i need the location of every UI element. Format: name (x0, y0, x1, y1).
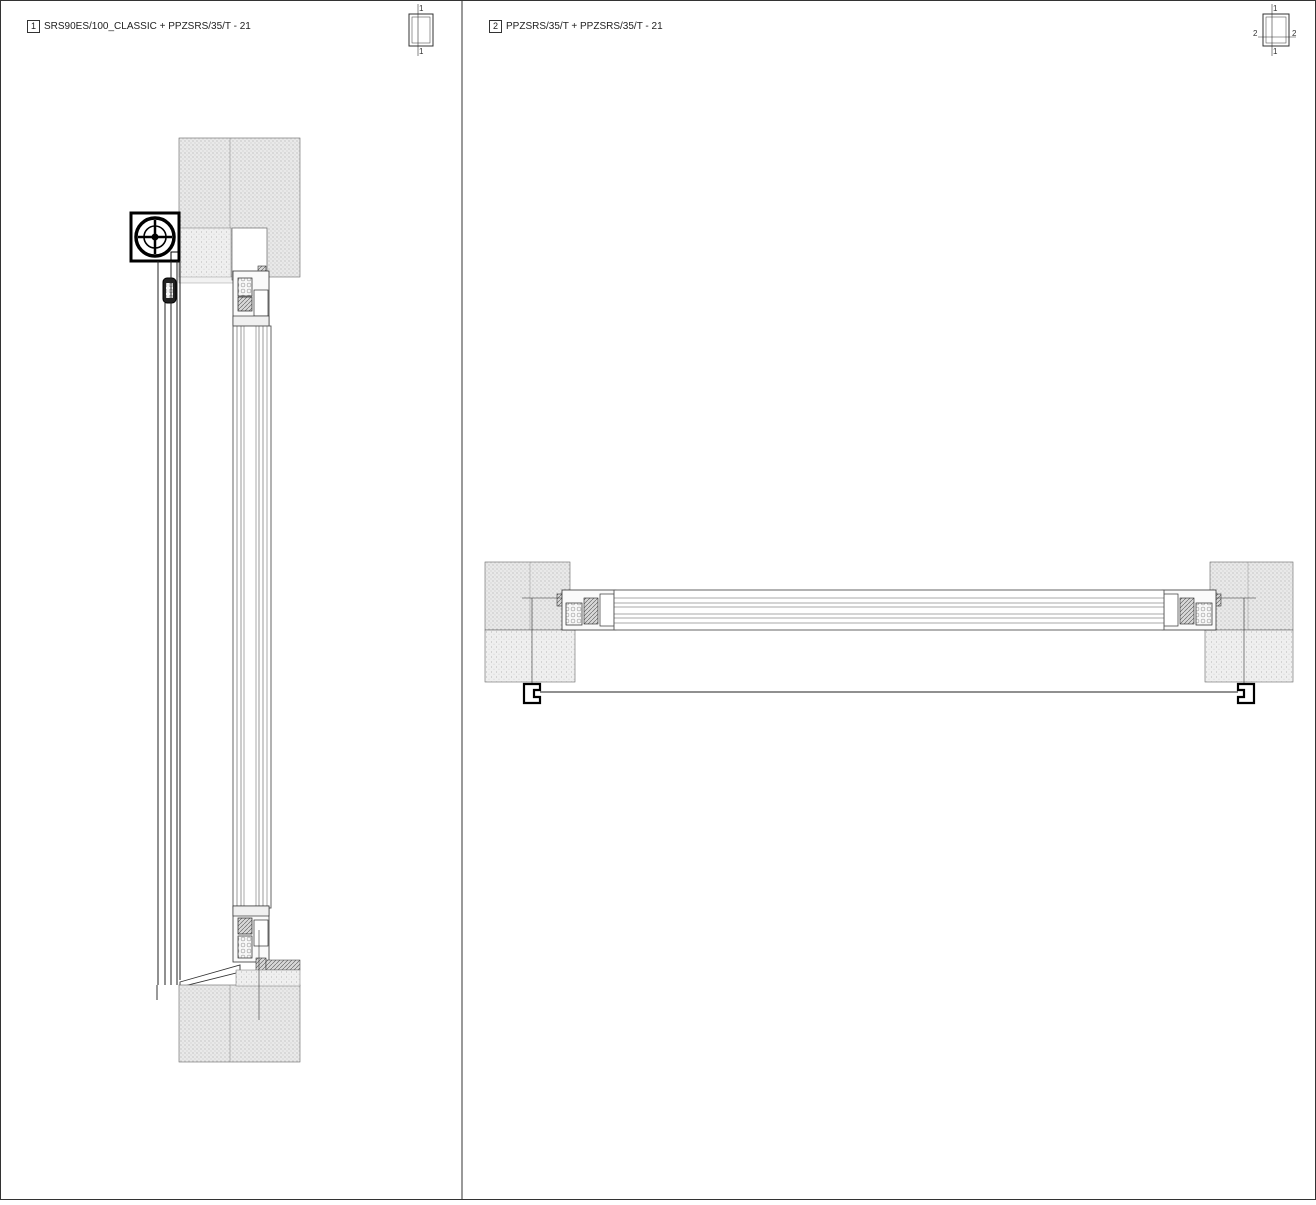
window-frame-head (231, 227, 270, 327)
left-window-frame (556, 589, 617, 631)
key-mark-right: 2 (1292, 29, 1297, 38)
right-window-frame (1161, 589, 1222, 631)
panel2-key-plan-icon: 1 1 2 2 (1253, 4, 1297, 56)
panel1-title: 1 SRS90ES/100_CLASSIC + PPZSRS/35/T - 21 (27, 20, 251, 33)
panel1-title-text: SRS90ES/100_CLASSIC + PPZSRS/35/T - 21 (44, 21, 251, 32)
glazing-unit (613, 589, 1165, 631)
key-mark-bottom: 1 (1273, 47, 1278, 56)
horizontal-section-drawing (484, 561, 1294, 705)
window-frame-sill (232, 905, 270, 975)
external-sill (179, 964, 241, 988)
shutter-box (129, 211, 181, 263)
glazing-unit (232, 325, 272, 909)
right-guide-rail (1236, 682, 1256, 705)
vertical-section-drawing (129, 137, 301, 1063)
panel2-number: 2 (489, 20, 502, 33)
panel2-title-text: PPZSRS/35/T + PPZSRS/35/T - 21 (506, 21, 663, 32)
panel1-key-plan-icon: 1 1 (408, 4, 434, 56)
panel1-number: 1 (27, 20, 40, 33)
key-mark-bottom: 1 (419, 47, 424, 56)
internal-sill (265, 959, 301, 971)
key-mark-left: 2 (1253, 29, 1258, 38)
panel2-title: 2 PPZSRS/35/T + PPZSRS/35/T - 21 (489, 20, 663, 33)
left-guide-rail (522, 682, 542, 705)
key-mark-top: 1 (1273, 4, 1278, 13)
right-jamb-wall (1209, 561, 1294, 631)
left-jamb-wall (484, 561, 571, 631)
sill-wall (178, 984, 301, 1063)
shutter-guide-rail (157, 261, 181, 985)
key-mark-top: 1 (419, 4, 424, 13)
